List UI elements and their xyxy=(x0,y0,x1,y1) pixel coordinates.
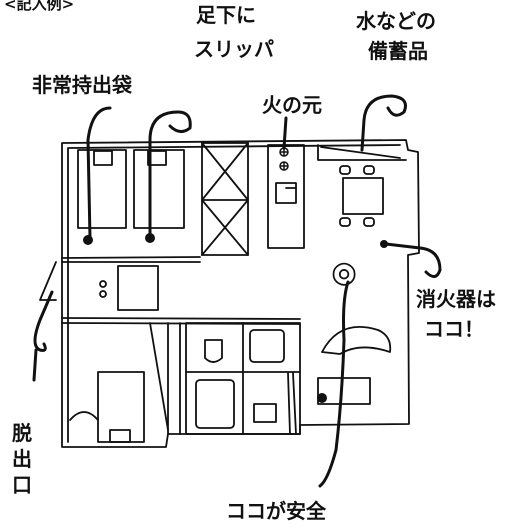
kitchen-counter xyxy=(267,144,305,249)
marker-slippers xyxy=(145,233,155,243)
bathtub xyxy=(195,379,235,429)
storage-shelf xyxy=(317,144,407,161)
label-water-1: 水などの xyxy=(356,9,436,33)
marker-safe-path xyxy=(317,393,327,403)
callout-extinguisher xyxy=(384,242,442,278)
label-fire-source: 火の元 xyxy=(262,93,322,117)
outer-wall xyxy=(61,139,420,448)
toilet xyxy=(204,339,223,363)
header-title: <記入例> xyxy=(4,0,74,13)
label-exit-3: 口 xyxy=(12,473,32,497)
callout-fire xyxy=(282,116,288,150)
marker-extinguisher xyxy=(380,240,388,248)
bed-left xyxy=(77,149,127,229)
bed-lower xyxy=(97,371,145,443)
marker-emergency-bag xyxy=(83,235,93,245)
label-exit-2: 出 xyxy=(12,447,32,471)
curtain xyxy=(287,372,297,435)
label-exit-1: 脱 xyxy=(12,421,32,445)
low-table xyxy=(317,377,371,405)
outer-wall-inner xyxy=(67,144,401,443)
label-emergency-bag: 非常持出袋 xyxy=(32,73,133,97)
label-extinguisher-1: 消火器は xyxy=(416,287,496,311)
wall-bedroom-hall xyxy=(61,256,201,263)
callout-emergency-bag xyxy=(86,106,112,240)
bed-right xyxy=(133,149,185,229)
sofa xyxy=(321,326,392,355)
callout-exit xyxy=(32,290,54,382)
callouts xyxy=(32,94,442,488)
kitchen-sink xyxy=(275,182,297,204)
callout-water xyxy=(360,94,407,152)
label-slippers-2: スリッパ xyxy=(194,37,274,61)
marker-dots xyxy=(83,233,388,403)
closet xyxy=(201,142,249,256)
shoe-cabinet xyxy=(117,265,159,311)
washing-machine xyxy=(69,411,99,421)
label-slippers-1: 足下に xyxy=(196,3,256,27)
dining-table xyxy=(342,177,384,215)
callout-slippers xyxy=(148,110,192,238)
washbasin xyxy=(249,329,285,363)
wall-lower-mid xyxy=(167,322,181,435)
label-water-2: 備蓄品 xyxy=(368,39,428,63)
closet-cross xyxy=(201,142,249,256)
label-safe-spot: ココが安全 xyxy=(226,499,327,523)
floor-plan xyxy=(39,139,420,448)
callout-safe xyxy=(318,280,350,488)
label-extinguisher-2: ココ！ xyxy=(424,317,484,341)
safe-marker-icon: ◎ xyxy=(331,255,357,290)
entrance-door xyxy=(39,261,57,301)
stove xyxy=(279,147,289,171)
